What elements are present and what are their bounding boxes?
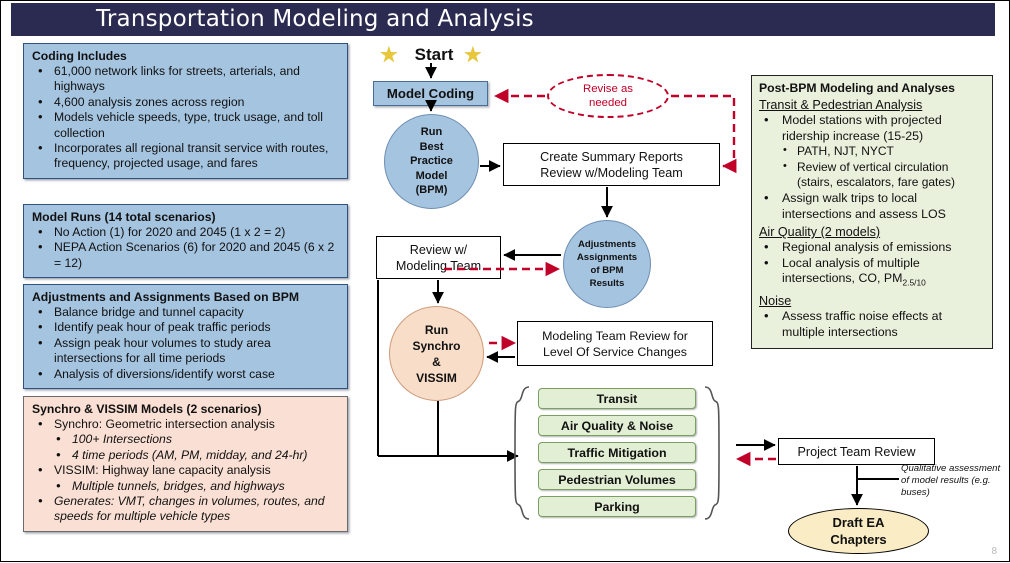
panel-title: Coding Includes (32, 49, 127, 63)
flow-node-draft-ea-chapters[interactable]: Draft EA Chapters (788, 508, 929, 554)
line: needed (588, 97, 627, 109)
line: Draft EA (832, 515, 885, 530)
flow-node-review-with-modeling-team[interactable]: Review w/ Modeling Team (376, 236, 501, 279)
list-item: Model stations with projected ridership … (759, 112, 985, 144)
list-item: Review of vertical circulation (stairs, … (759, 159, 985, 191)
flow-node-revise-as-needed[interactable]: Revise as needed (547, 74, 669, 118)
section-heading-transit-pedestrian: Transit & Pedestrian Analysis (759, 98, 923, 112)
list-item: Assign peak hour volumes to study area i… (32, 335, 339, 367)
line: Assignments (576, 252, 638, 263)
line: Synchro (412, 338, 461, 353)
page-number: 8 (991, 546, 997, 557)
line: Modeling Team (395, 258, 482, 273)
list-item: 4,600 analysis zones across region (32, 94, 339, 110)
panel-adjustments-assignments: Adjustments and Assignments Based on BPM… (23, 284, 348, 390)
flow-node-model-coding[interactable]: Model Coding (373, 81, 488, 106)
list-item: Assess traffic noise effects at multiple… (759, 308, 985, 340)
list-item: Regional analysis of emissions (759, 239, 985, 256)
line: Model (415, 169, 448, 182)
list-item: Incorporates all regional transit servic… (32, 140, 339, 172)
list-item: Identify peak hour of peak traffic perio… (32, 319, 339, 335)
pm-subscript: 2.5/10 (902, 277, 926, 288)
section-heading-air-quality: Air Quality (2 models) (759, 225, 881, 240)
flow-start-label: Start (414, 45, 454, 64)
topic-pill-pedestrian-volumes[interactable]: Pedestrian Volumes (538, 469, 696, 490)
star-icon: ★ (379, 42, 399, 67)
list-item: NEPA Action Scenarios (6) for 2020 and 2… (32, 239, 339, 271)
bullet-list-noise: Assess traffic noise effects at multiple… (759, 308, 985, 340)
panel-title: Synchro & VISSIM Models (2 scenarios) (32, 402, 262, 416)
panel-synchro-vissim: Synchro & VISSIM Models (2 scenarios) Sy… (23, 396, 348, 532)
list-item: VISSIM: Highway lane capacity analysis (32, 462, 339, 478)
line: Adjustments (577, 239, 637, 250)
line: Chapters (830, 532, 887, 547)
line: & (432, 354, 441, 369)
flow-node-run-bpm[interactable]: Run Best Practice Model (BPM) (384, 114, 479, 209)
star-icon: ★ (463, 42, 483, 67)
line: Review w/ (409, 242, 468, 257)
list-item: Balance bridge and tunnel capacity (32, 304, 339, 320)
line: Practice (410, 155, 453, 168)
line: Run (424, 322, 449, 337)
line: Modeling Team Review for (542, 328, 688, 343)
panel-title: Post-BPM Modeling and Analyses (759, 81, 955, 95)
line: (BPM) (415, 184, 448, 197)
line: Revise as (582, 82, 633, 95)
flow-node-run-synchro-vissim[interactable]: Run Synchro & VISSIM (389, 306, 484, 401)
list-item: Local analysis of multiple intersections… (759, 255, 985, 292)
topic-pill-traffic-mitigation[interactable]: Traffic Mitigation (538, 442, 696, 463)
list-item: PATH, NJT, NYCT (759, 143, 985, 160)
flow-node-project-team-review[interactable]: Project Team Review (778, 438, 935, 465)
list-item: Synchro: Geometric intersection analysis (32, 416, 339, 432)
list-item: Analysis of diversions/identify worst ca… (32, 366, 339, 382)
bullet-list: Balance bridge and tunnel capacity Ident… (32, 304, 339, 382)
topic-pill-air-quality-noise[interactable]: Air Quality & Noise (538, 415, 696, 436)
line: Run (420, 126, 443, 139)
flow-node-modeling-team-review-los[interactable]: Modeling Team Review for Level Of Servic… (517, 321, 713, 366)
topic-pill-transit[interactable]: Transit (538, 388, 696, 409)
flow-node-create-summary-reports[interactable]: Create Summary Reports Review w/Modeling… (503, 143, 720, 186)
list-item: Generates: VMT, changes in volumes, rout… (32, 493, 339, 525)
qualitative-assessment-note: Qualitative assessment of model results … (901, 463, 1001, 498)
bullet-list-air-quality: Regional analysis of emissions Local ana… (759, 239, 985, 292)
flow-node-adjustments-assignments-bpm[interactable]: Adjustments Assignments of BPM Results (563, 220, 651, 308)
list-item: Assign walk trips to local intersections… (759, 190, 985, 222)
list-item: 100+ Intersections (32, 431, 339, 447)
list-item: 4 time periods (AM, PM, midday, and 24-h… (32, 447, 339, 463)
line: VISSIM (416, 370, 457, 385)
list-item: 61,000 network links for streets, arteri… (32, 63, 339, 95)
line: Review w/Modeling Team (540, 165, 683, 180)
line: Results (589, 278, 625, 289)
bullet-list: No Action (1) for 2020 and 2045 (1 x 2 =… (32, 224, 339, 271)
panel-title: Adjustments and Assignments Based on BPM (32, 290, 300, 304)
bullet-list: Synchro: Geometric intersection analysis… (32, 416, 339, 525)
bullet-list-transit: Model stations with projected ridership … (759, 112, 985, 222)
title-bar: Transportation Modeling and Analysis (11, 3, 995, 36)
panel-coding-includes: Coding Includes 61,000 network links for… (23, 43, 348, 179)
page-title: Transportation Modeling and Analysis (96, 6, 534, 32)
list-item-text: Local analysis of multiple intersections… (782, 255, 920, 286)
bullet-list: 61,000 network links for streets, arteri… (32, 63, 339, 172)
panel-model-runs: Model Runs (14 total scenarios) No Actio… (23, 204, 348, 279)
line: Best (419, 140, 444, 153)
topic-pill-parking[interactable]: Parking (538, 496, 696, 517)
list-item: No Action (1) for 2020 and 2045 (1 x 2 =… (32, 224, 339, 240)
list-item: Multiple tunnels, bridges, and highways (32, 478, 339, 494)
panel-title: Model Runs (14 total scenarios) (32, 210, 216, 224)
list-item: Models vehicle speeds, type, truck usage… (32, 109, 339, 141)
panel-post-bpm: Post-BPM Modeling and Analyses Transit &… (751, 75, 993, 349)
line: Create Summary Reports (540, 149, 683, 164)
line: of BPM (590, 265, 624, 276)
section-heading-noise: Noise (759, 294, 792, 309)
line: Level Of Service Changes (543, 344, 687, 359)
